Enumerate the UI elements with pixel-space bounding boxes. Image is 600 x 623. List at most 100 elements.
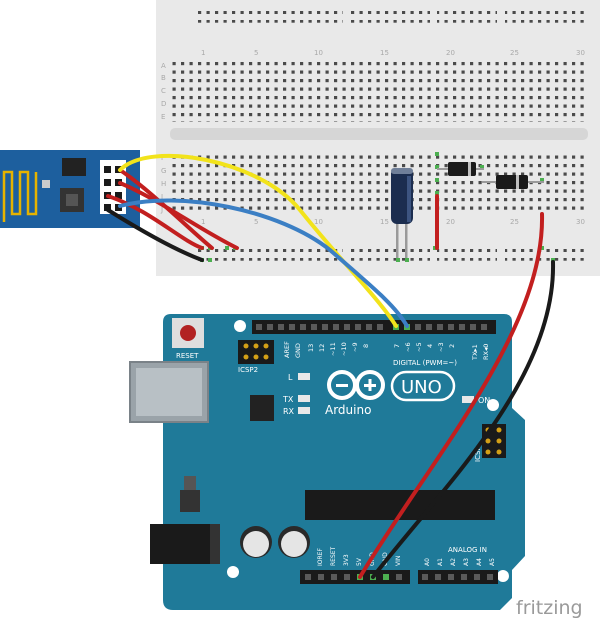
pin-label-gnd: GND bbox=[294, 343, 302, 358]
led-tx bbox=[298, 395, 310, 402]
reset-label: RESET bbox=[176, 352, 199, 360]
pin-label-a4: A4 bbox=[476, 558, 483, 566]
col-num-20: 20 bbox=[446, 49, 455, 57]
pin-label-vin: VIN bbox=[395, 556, 402, 566]
row-letter-a: A bbox=[161, 62, 166, 70]
terminal-strip-top bbox=[170, 60, 588, 122]
pin-label-a3: A3 bbox=[463, 558, 470, 566]
uno-model-text: UNO bbox=[401, 377, 442, 398]
col-num-5: 5 bbox=[254, 49, 258, 57]
led-rx bbox=[298, 407, 310, 414]
row-letter-i: I bbox=[161, 193, 163, 201]
pin-label-rx0: RX◂0 bbox=[482, 344, 490, 360]
wire-red-5v bbox=[358, 212, 545, 579]
digital-header bbox=[252, 320, 496, 334]
wire-red-esp-2 bbox=[118, 181, 239, 250]
wires bbox=[106, 153, 556, 579]
col-num-bottom-15: 15 bbox=[380, 218, 389, 226]
column-numbers-bottom: 1 5 10 15 20 25 30 bbox=[201, 218, 585, 226]
power-header bbox=[300, 570, 410, 584]
flash-chip bbox=[62, 158, 86, 176]
row-letter-b: B bbox=[161, 74, 166, 82]
pin-label-a1: A1 bbox=[437, 558, 444, 566]
mount-hole bbox=[487, 399, 499, 411]
esp-led bbox=[42, 180, 50, 188]
row-letter-c: C bbox=[161, 87, 166, 95]
mount-hole bbox=[497, 570, 509, 582]
pin-label-13: 13 bbox=[307, 344, 315, 352]
center-channel bbox=[170, 128, 588, 140]
digital-pin-labels: AREF GND 13 12 ~11 ~10 ~9 8 7 ~6 ~5 4 ~3… bbox=[283, 341, 490, 361]
col-num-25: 25 bbox=[510, 49, 519, 57]
power-rail-top bbox=[198, 8, 585, 26]
icsp2-label: ICSP2 bbox=[238, 366, 258, 374]
column-numbers-top: 1 5 10 15 20 25 30 bbox=[201, 49, 585, 57]
row-letters-top: A B C D E bbox=[161, 62, 166, 121]
row-letter-g: G bbox=[161, 167, 166, 175]
row-letters-bottom: F G H I J bbox=[160, 154, 166, 214]
diode-1 bbox=[437, 162, 484, 176]
pin-label-a2: A2 bbox=[450, 558, 457, 566]
pin-label-12: 12 bbox=[318, 344, 326, 352]
pin-label-2: 2 bbox=[448, 344, 456, 348]
breadboard: 1 5 10 15 20 25 30 A B C D E F G H I J bbox=[156, 0, 600, 276]
col-num-bottom-20: 20 bbox=[446, 218, 455, 226]
pin-label-3: ~3 bbox=[437, 342, 445, 352]
antenna-trace bbox=[2, 170, 38, 222]
analog-pin-labels: A0 A1 A2 A3 A4 A5 bbox=[424, 558, 496, 566]
pin-label-4: 4 bbox=[426, 344, 434, 348]
pin-label-5v: 5V bbox=[356, 557, 363, 566]
col-num-30: 30 bbox=[576, 49, 585, 57]
diode-2 bbox=[482, 175, 544, 189]
row-letter-h: H bbox=[161, 180, 166, 188]
led-label-on: ON bbox=[478, 396, 490, 405]
col-num-bottom-1: 1 bbox=[201, 218, 205, 226]
col-num-bottom-10: 10 bbox=[314, 218, 323, 226]
pin-label-tx1: TX▸1 bbox=[471, 344, 479, 361]
pin-label-6: ~6 bbox=[404, 342, 412, 352]
wire-blue bbox=[118, 198, 409, 328]
wire-red-esp-3 bbox=[106, 194, 204, 250]
col-num-15: 15 bbox=[380, 49, 389, 57]
pin-label-7: 7 bbox=[393, 344, 401, 348]
col-num-10: 10 bbox=[314, 49, 323, 57]
icsp-label: ICSP bbox=[474, 446, 482, 462]
wire-yellow bbox=[118, 153, 398, 328]
arduino-logo: Arduino UNO bbox=[325, 370, 456, 417]
fritzing-brand: fritzing bbox=[516, 597, 583, 619]
pin-label-9: ~9 bbox=[351, 342, 359, 352]
row-letter-f: F bbox=[161, 154, 165, 162]
led-l bbox=[298, 373, 310, 380]
wire-black-esp bbox=[106, 208, 204, 262]
pin-label-10: ~10 bbox=[340, 342, 348, 356]
row-letter-j: J bbox=[160, 206, 163, 214]
led-label-l: L bbox=[288, 373, 293, 382]
led-on bbox=[462, 396, 474, 403]
row-letter-d: D bbox=[161, 100, 166, 108]
pin-label-11: ~11 bbox=[329, 342, 337, 356]
pin-label-ioref: IOREF bbox=[317, 548, 324, 566]
pin-label-8: 8 bbox=[362, 344, 370, 348]
analog-label: ANALOG IN bbox=[448, 546, 487, 554]
analog-header bbox=[418, 570, 498, 584]
pin-label-3v3: 3V3 bbox=[343, 554, 350, 566]
pin-label-a5: A5 bbox=[489, 558, 496, 566]
pin-label-aref: AREF bbox=[283, 341, 291, 358]
col-num-bottom-30: 30 bbox=[576, 218, 585, 226]
col-num-bottom-25: 25 bbox=[510, 218, 519, 226]
voltage-regulator bbox=[180, 490, 200, 512]
col-num-1: 1 bbox=[201, 49, 205, 57]
pin-label-5: ~5 bbox=[415, 342, 423, 352]
usb-chip bbox=[250, 395, 274, 421]
row-letter-e: E bbox=[161, 113, 165, 121]
pin-label-a0: A0 bbox=[424, 558, 431, 566]
led-label-rx: RX bbox=[283, 407, 295, 416]
power-jack bbox=[150, 524, 210, 564]
mount-hole bbox=[227, 566, 239, 578]
electrolytic-capacitor bbox=[391, 168, 413, 258]
esp8266-module bbox=[0, 150, 140, 228]
arduino-logo-text: Arduino bbox=[325, 403, 371, 417]
pin-label-reset: RESET bbox=[330, 546, 337, 566]
mount-hole bbox=[234, 320, 246, 332]
